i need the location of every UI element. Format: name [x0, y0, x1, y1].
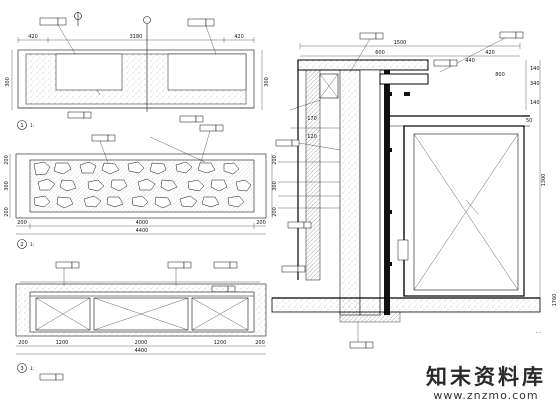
dim-text: 140: [530, 100, 540, 106]
dim-text: 420: [28, 34, 38, 40]
dim-text: 200: [4, 155, 10, 165]
dim-text: 1760: [552, 294, 558, 307]
dim-text: 600: [375, 50, 385, 56]
dim-text: 170: [307, 116, 317, 122]
dim-text: 200: [18, 340, 28, 346]
elevation-view-2: 200 300 200 200 300 200: [4, 111, 278, 249]
dim-text: 300: [4, 181, 10, 191]
dim-text: 800: [495, 72, 505, 78]
view-number: 2: [20, 242, 24, 248]
dim-text: 4400: [136, 228, 149, 234]
dim-text: 200: [4, 207, 10, 217]
anchor-details: [386, 92, 410, 266]
plan-view-1: 420 3180 420 300 300 1 1:: [5, 12, 270, 130]
callout-tag: [439, 31, 524, 73]
level-marker: [74, 12, 82, 26]
callout-tag: [275, 139, 341, 151]
dim-text: 300: [5, 77, 11, 87]
callout-tag: [39, 373, 64, 381]
dim-text: 200: [272, 207, 278, 217]
view-title-2: 2 1:: [17, 239, 35, 249]
dim-text: 200: [17, 220, 27, 226]
callout-tag: [349, 322, 374, 349]
callout-tag: [433, 59, 458, 67]
dim-text: 1200: [214, 340, 227, 346]
dim-text: 300: [264, 77, 270, 87]
dim-text: 300: [272, 181, 278, 191]
callout-tag: [199, 124, 224, 166]
view-number: 1: [20, 123, 24, 129]
section-view: 1500 600 420 140 340 140 1300 1760: [271, 31, 558, 349]
dim-text: 120: [307, 134, 317, 140]
view-number: 3: [20, 366, 24, 372]
callout-tag: [213, 261, 238, 269]
dim-text: 200: [272, 155, 278, 165]
dim-text: 420: [234, 34, 244, 40]
dim-text: 340: [530, 81, 540, 87]
dim-text: 4000: [136, 220, 149, 226]
scale-marker: 1:: [30, 366, 35, 372]
dim-text: 50: [526, 118, 532, 124]
dim-text: 2000: [135, 340, 148, 346]
dim-text: 1200: [56, 340, 69, 346]
dim-text: 200: [256, 220, 266, 226]
dim-text: 1300: [541, 174, 547, 187]
scale-marker: 1:: [30, 123, 35, 129]
callout-tag: [55, 261, 80, 286]
elevation-view-3: 200 1200 2000 1200 200 4400 3 1:: [15, 261, 267, 381]
callout-tag: [179, 115, 204, 123]
dim-text: 1500: [394, 40, 407, 46]
dim-text: 420: [485, 50, 495, 56]
view-title-3: 3 1:: [17, 363, 35, 373]
scale-marker: 1:: [30, 242, 35, 248]
callout-tag: [281, 265, 306, 273]
dim-text: 3180: [130, 34, 143, 40]
view-title-1: 1 1:: [17, 120, 35, 130]
watermark-url: www.znzmo.com: [433, 389, 539, 402]
callout-tag: [67, 111, 92, 119]
dim-text: 4400: [135, 348, 148, 354]
dim-text: 440: [465, 58, 475, 64]
watermark: 知末资料库 www.znzmo.com: [426, 365, 546, 402]
callout-tag: [287, 221, 312, 229]
watermark-title: 知末资料库: [426, 365, 546, 389]
edge-mark: - -: [536, 331, 541, 336]
stone-pattern: [33, 161, 252, 209]
dim-text: 200: [255, 340, 265, 346]
dim-text: 140: [530, 66, 540, 72]
callout-tag: [167, 261, 192, 286]
